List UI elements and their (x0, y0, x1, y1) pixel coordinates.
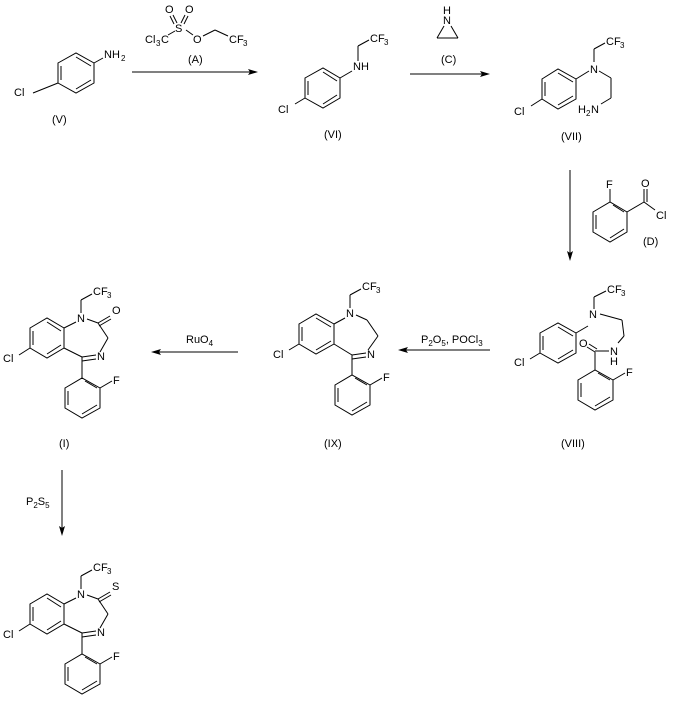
svg-text:Cl: Cl (514, 357, 524, 369)
compound-label-VII: (VII) (561, 131, 582, 143)
svg-text:S: S (175, 23, 182, 35)
arrow-step5: RuO4 (151, 334, 238, 355)
svg-text:3: 3 (384, 38, 389, 47)
compound-label-I: (I) (59, 438, 69, 450)
svg-text:H: H (443, 5, 451, 17)
svg-text:3: 3 (243, 39, 248, 48)
svg-text:O: O (185, 4, 194, 16)
svg-text:Cl: Cl (14, 87, 24, 99)
svg-text:N: N (77, 313, 85, 325)
arrow-step3 (567, 170, 573, 261)
reagent-label-A: (A) (188, 54, 203, 66)
svg-text:3: 3 (107, 567, 112, 576)
svg-text:2: 2 (586, 109, 591, 118)
svg-text:Cl: Cl (656, 210, 666, 222)
svg-text:CF: CF (370, 33, 385, 45)
condition-step4: RuO4 (186, 334, 214, 348)
svg-text:H: H (610, 356, 618, 368)
svg-text:N: N (590, 64, 598, 76)
reagent-C: H N (C) (436, 5, 459, 66)
svg-text:3: 3 (621, 289, 626, 298)
svg-text:N: N (77, 589, 85, 601)
svg-text:CF: CF (362, 281, 377, 293)
svg-text:F: F (113, 375, 120, 387)
svg-text:NH: NH (353, 61, 369, 73)
arrow-step6: P2S5 (26, 470, 65, 536)
svg-text:N: N (367, 349, 375, 361)
svg-text:N: N (591, 104, 599, 116)
svg-text:CF: CF (606, 36, 621, 48)
svg-text:N: N (589, 309, 597, 321)
svg-text:O: O (165, 4, 174, 16)
svg-text:S: S (112, 581, 119, 593)
svg-text:N: N (97, 351, 105, 363)
svg-text:3: 3 (620, 41, 625, 50)
arrow-step1 (132, 69, 258, 75)
svg-text:Cl: Cl (145, 34, 155, 46)
svg-text:N: N (610, 346, 618, 358)
svg-text:F: F (113, 651, 120, 663)
condition-step3: P2O5, POCl3 (421, 334, 483, 348)
svg-text:F: F (626, 367, 633, 379)
svg-text:CF: CF (93, 562, 108, 574)
reagent-label-D: (D) (643, 236, 658, 248)
svg-text:3: 3 (376, 286, 381, 295)
svg-text:Cl: Cl (278, 104, 288, 116)
svg-text:Cl: Cl (3, 353, 13, 365)
svg-text:NH: NH (104, 49, 120, 61)
svg-text:O: O (641, 178, 650, 190)
arrow-step2 (410, 71, 490, 77)
svg-text:Cl: Cl (514, 106, 524, 118)
svg-text:O: O (579, 338, 588, 350)
svg-text:Cl: Cl (3, 629, 13, 641)
svg-text:2: 2 (121, 54, 126, 63)
compound-label-VIII: (VIII) (561, 438, 585, 450)
svg-text:CF: CF (607, 284, 622, 296)
reagent-D: F O Cl (D) (592, 178, 666, 248)
svg-text:3: 3 (107, 291, 112, 300)
svg-text:O: O (193, 34, 202, 46)
svg-text:Cl: Cl (273, 349, 283, 361)
svg-text:H: H (578, 104, 586, 116)
compound-label-V: (V) (52, 114, 67, 126)
svg-text:C: C (161, 34, 169, 46)
svg-text:CF: CF (93, 286, 108, 298)
svg-text:F: F (606, 179, 613, 191)
condition-step5: P2S5 (26, 496, 50, 510)
svg-text:F: F (383, 372, 390, 384)
compound-label-VI: (VI) (324, 129, 342, 141)
reagent-label-C: (C) (441, 54, 456, 66)
svg-text:N: N (443, 15, 451, 27)
compound-label-IX: (IX) (324, 438, 342, 450)
svg-text:N: N (346, 308, 354, 320)
svg-text:3: 3 (156, 39, 161, 48)
arrow-step4: P2O5, POCl3 (398, 334, 490, 353)
svg-text:O: O (112, 305, 121, 317)
svg-text:CF: CF (229, 34, 244, 46)
svg-text:N: N (97, 627, 105, 639)
